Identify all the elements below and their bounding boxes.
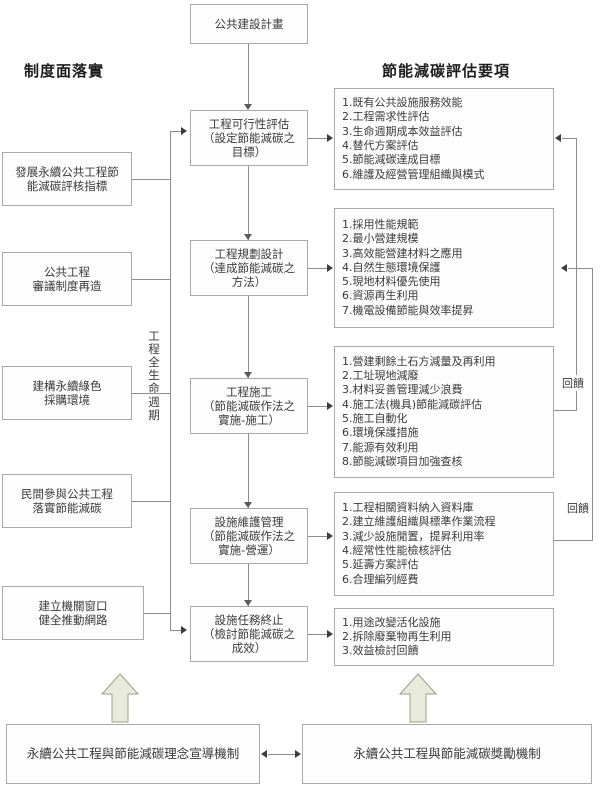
feedback-lower-top-stub	[568, 268, 593, 269]
feedback-lower-bottom-stub	[554, 540, 593, 541]
connector-design-to-list	[308, 268, 328, 269]
node-develop-assessment-indicators[interactable]: 發展永續公共工程節 能減碳評核指標	[2, 152, 132, 206]
feedback-upper-vertical	[576, 138, 577, 410]
arrowhead-right-list2	[327, 264, 333, 272]
feedback-upper-bottom-stub	[554, 410, 577, 411]
connector-feasibility-to-design	[248, 166, 249, 240]
arrowhead-down-maintenance	[244, 502, 252, 508]
node-construction[interactable]: 工程施工 （節能減碳作法之 實施-施工）	[190, 378, 308, 434]
arrowhead-right-bottom	[295, 750, 301, 758]
connector-construction-to-maintenance	[248, 434, 249, 508]
arrowhead-down-termination	[244, 600, 252, 606]
feedback-lower-vertical	[592, 268, 593, 540]
node-promotion-mechanism[interactable]: 永續公共工程與節能減碳理念宣導機制	[6, 724, 260, 784]
feedback-upper-top-stub	[562, 138, 577, 139]
connector-top-to-feasibility	[248, 44, 249, 107]
connector-termination-to-list	[308, 634, 328, 635]
arrowhead-right-list1	[327, 134, 333, 142]
connector-maintenance-to-list	[308, 536, 328, 537]
feedback-label-lower: 回饋	[566, 500, 590, 516]
connector-construction-to-list	[308, 406, 328, 407]
lifecycle-bracket-line	[170, 170, 171, 630]
connector-bottom-bidirectional	[268, 754, 296, 755]
arrowhead-down-construction	[244, 372, 252, 378]
arrowhead-left-bottom	[261, 750, 267, 758]
node-incentive-mechanism[interactable]: 永續公共工程與節能減碳獎勵機制	[302, 724, 592, 784]
list-termination-items[interactable]: 1.用途改變活化設施 2.拆除廢棄物再生利用 3.效益檢討回饋	[334, 608, 554, 666]
node-facility-termination[interactable]: 設施任務終止 （檢討節能減碳之 成效）	[190, 606, 308, 662]
node-private-participation[interactable]: 民間參與公共工程 落實節能減碳	[2, 474, 132, 528]
node-facility-maintenance[interactable]: 設施維護管理 （節能減碳作法之 實施-營運）	[190, 508, 308, 564]
arrowhead-left-feedback-upper	[555, 134, 561, 142]
block-arrow-right-up	[398, 672, 438, 724]
node-planning-design[interactable]: 工程規劃設計 （達成節能減碳之 方法）	[190, 240, 308, 296]
connector-design-to-construction	[248, 296, 249, 378]
arrowhead-right-termination	[181, 626, 187, 634]
connector-left4-to-bracket	[132, 501, 170, 502]
feedback-label-upper: 回饋	[561, 375, 585, 391]
list-maintenance-items[interactable]: 1.工程相關資料納入資料庫 2.建立維護組織與標準作業流程 3.減少設施閒置，提…	[334, 492, 554, 596]
connector-left2-to-bracket	[132, 279, 170, 280]
node-green-procurement[interactable]: 建構永續綠色 採購環境	[2, 366, 132, 420]
node-review-system-restructure[interactable]: 公共工程 審議制度再造	[2, 252, 132, 306]
arrowhead-down-design	[244, 234, 252, 240]
connector-maintenance-to-termination	[248, 564, 249, 606]
connector-left5-to-bracket	[144, 613, 170, 614]
lifecycle-vertical-label: 工程全生命週期	[148, 329, 160, 422]
connector-left1-to-bracket	[132, 179, 170, 180]
node-feasibility-assessment[interactable]: 工程可行性評估 （設定節能減碳之 目標）	[190, 110, 308, 166]
node-public-construction-plan[interactable]: 公共建設計畫	[190, 4, 308, 44]
arrowhead-down-feasibility	[244, 104, 252, 110]
connector-bracket-to-termination	[170, 630, 182, 631]
connector-feasibility-to-list	[308, 138, 328, 139]
arrowhead-right-list4	[327, 532, 333, 540]
connector-bracket-top-riser	[170, 131, 171, 171]
arrowhead-right-list3	[327, 402, 333, 410]
header-right: 節能減碳評估要項	[382, 62, 511, 80]
connector-bracket-to-feasibility	[170, 131, 182, 132]
header-left: 制度面落實	[24, 62, 105, 80]
block-arrow-left-up	[100, 672, 140, 724]
arrowhead-left-feedback-lower	[561, 264, 567, 272]
list-construction-items[interactable]: 1.營建剩餘土石方減量及再利用 2.工址現地減廢 3.材料妥善管理減少浪費 4.…	[334, 346, 554, 478]
arrowhead-right-list5	[327, 630, 333, 638]
connector-left3-to-bracket	[132, 393, 170, 394]
arrowhead-right-feasibility	[181, 127, 187, 135]
list-feasibility-items[interactable]: 1.既有公共設施服務效能 2.工程需求性評估 3.生命週期成本效益評估 4.替代…	[334, 88, 554, 190]
node-agency-window-network[interactable]: 建立機關窗口 健全推動網路	[2, 586, 144, 640]
list-design-items[interactable]: 1.採用性能規範 2.最小營建規模 3.高效能營建材料之應用 4.自然生態環境保…	[334, 208, 554, 328]
